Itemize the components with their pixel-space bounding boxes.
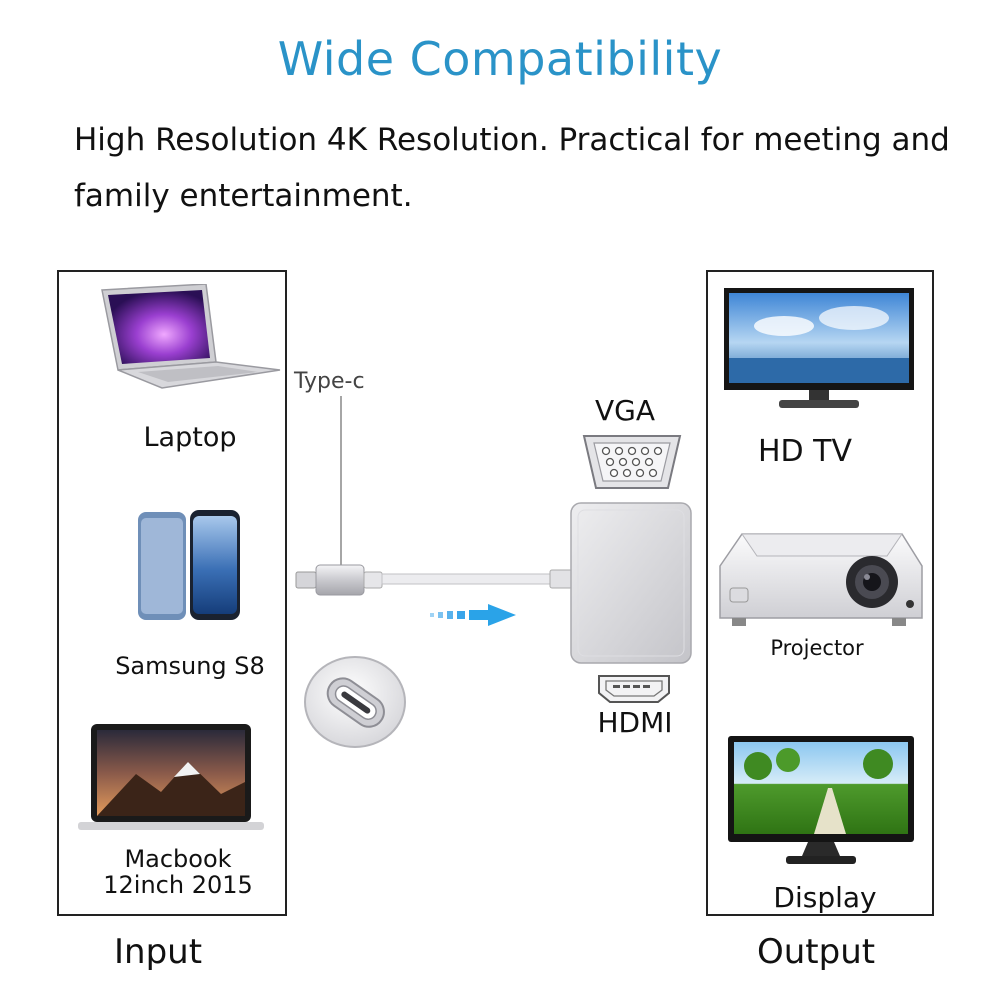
- device-label-macbook-line1: Macbook: [124, 845, 232, 873]
- input-caption: Input: [114, 932, 203, 972]
- device-label-display: Display: [773, 881, 877, 914]
- laptop-icon: [101, 284, 281, 389]
- output-caption: Output: [757, 932, 876, 972]
- monitor-icon: [728, 736, 914, 864]
- hdmi-port-icon: [598, 675, 670, 703]
- projector-icon: [719, 533, 923, 626]
- device-label-hdtv: HD TV: [757, 434, 853, 469]
- device-label-projector: Projector: [770, 636, 864, 660]
- callout-line: [340, 396, 342, 570]
- macbook-icon: [78, 724, 264, 830]
- port-label-hdmi: HDMI: [597, 706, 673, 739]
- adapter-hub: [570, 502, 692, 664]
- phone-icon: [138, 510, 240, 620]
- transfer-arrow-icon: [430, 604, 516, 626]
- device-label-macbook-line2: 12inch 2015: [103, 871, 253, 899]
- device-label-samsung: Samsung S8: [115, 652, 265, 680]
- device-label-laptop: Laptop: [143, 422, 237, 453]
- description: High Resolution 4K Resolution. Practical…: [74, 122, 950, 214]
- tv-icon: [724, 288, 914, 408]
- vga-port-icon: [582, 435, 682, 489]
- port-label-vga: VGA: [594, 394, 655, 427]
- page-title: Wide Compatibility: [277, 32, 723, 86]
- usb-c-connector-icon: [304, 656, 406, 748]
- cable-label: Type-c: [294, 369, 365, 394]
- type-c-cable: [295, 564, 573, 596]
